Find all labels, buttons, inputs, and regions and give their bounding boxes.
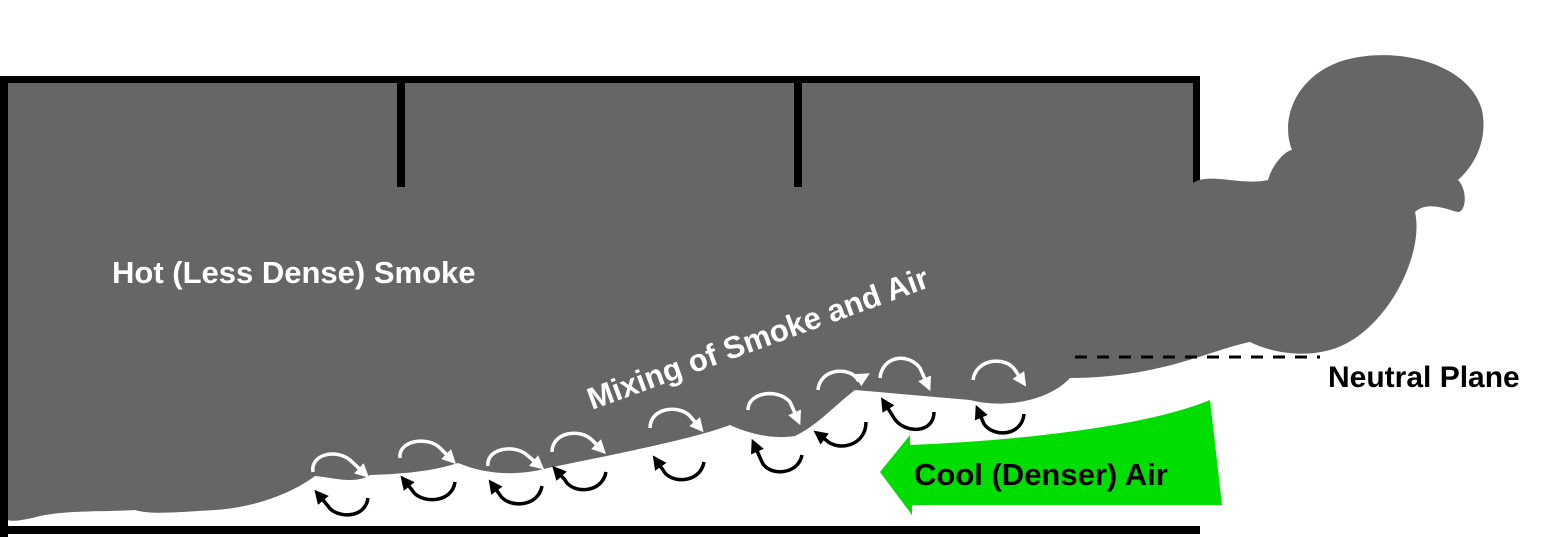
mixing-arrow-icon bbox=[881, 397, 936, 432]
mixing-arrow-icon bbox=[488, 479, 544, 506]
mixing-arrow-icon bbox=[751, 438, 804, 474]
cool-air-label: Cool (Denser) Air bbox=[914, 457, 1168, 492]
mixing-arrow-icon bbox=[398, 439, 456, 464]
partition-2 bbox=[794, 83, 802, 187]
smoke-layer bbox=[8, 55, 1484, 521]
mixing-arrow-icon bbox=[746, 391, 801, 426]
mixing-arrow-icon bbox=[652, 455, 706, 482]
hot-smoke-label: Hot (Less Dense) Smoke bbox=[112, 255, 476, 290]
mixing-arrow-icon bbox=[311, 452, 370, 478]
neutral-plane-label: Neutral Plane bbox=[1328, 361, 1520, 394]
mixing-arrow-icon bbox=[878, 356, 931, 392]
mixing-arrow-icon bbox=[813, 421, 868, 448]
room-floor bbox=[0, 526, 1200, 534]
mixing-arrow-icon bbox=[816, 369, 870, 391]
room-left-wall bbox=[0, 76, 8, 537]
cool-air-arrow bbox=[880, 400, 1222, 515]
mixing-arrow-icon bbox=[648, 407, 704, 433]
mixing-arrows-upper bbox=[311, 356, 1027, 478]
partition-1 bbox=[397, 83, 405, 187]
mixing-arrow-icon bbox=[552, 465, 608, 492]
mixing-arrow-icon bbox=[400, 475, 457, 502]
mixing-arrow-icon bbox=[486, 447, 545, 470]
mixing-arrows-lower bbox=[314, 397, 1026, 517]
mixing-arrow-icon bbox=[971, 359, 1027, 387]
room-ceiling bbox=[0, 76, 1200, 83]
mixing-arrow-icon bbox=[974, 404, 1026, 435]
mixing-arrow-icon bbox=[314, 489, 370, 517]
mixing-arrow-icon bbox=[550, 431, 606, 454]
room-doorway-header bbox=[1193, 76, 1200, 186]
room-structure bbox=[0, 76, 1200, 537]
ceiling-partitions bbox=[397, 83, 802, 187]
